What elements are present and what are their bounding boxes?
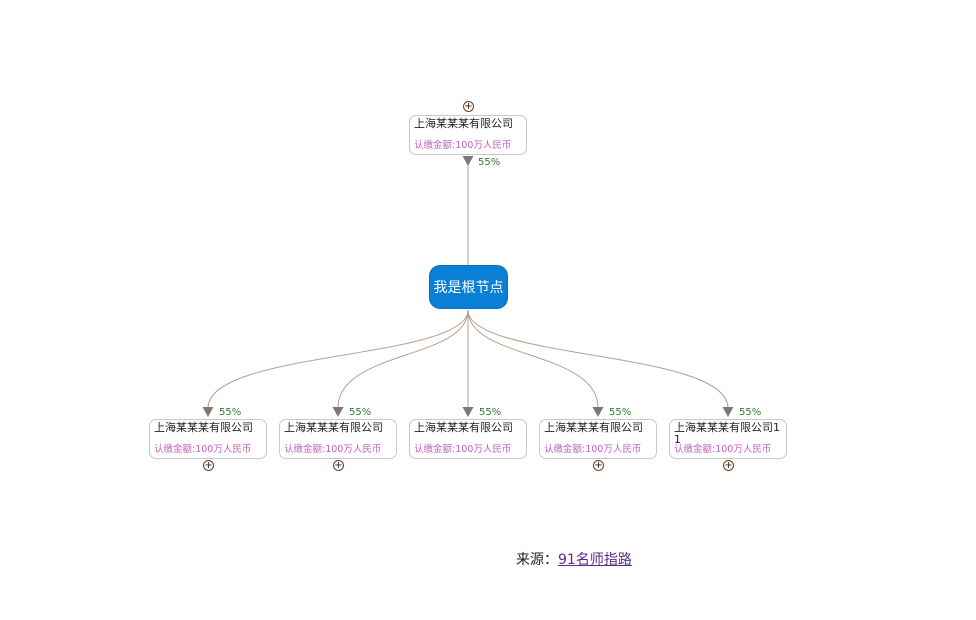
- node-amount: 认缴金额:100万人民币: [544, 444, 642, 455]
- arrow-down-icon: [462, 407, 474, 417]
- node-name: 上海某某某有限公司: [414, 421, 513, 434]
- edge-root-to-child: [467, 309, 729, 409]
- child-percent: 55%: [479, 407, 502, 418]
- node-amount: 认缴金额:100万人民币: [414, 140, 512, 151]
- node-name: 上海某某某有限公司: [544, 421, 643, 434]
- node-name: 上海某某某有限公司: [284, 421, 383, 434]
- arrow-down-icon: [592, 407, 604, 417]
- child-percent: 55%: [609, 407, 632, 418]
- expand-child-icon[interactable]: +: [723, 460, 734, 471]
- source-link[interactable]: 91名师指路: [558, 552, 632, 568]
- arrow-down-icon: [202, 407, 214, 417]
- node-amount: 认缴金额:100万人民币: [674, 444, 772, 455]
- expand-child-icon[interactable]: +: [333, 460, 344, 471]
- child-node[interactable]: 上海某某某有限公司认缴金额:100万人民币: [279, 419, 397, 459]
- expand-child-icon[interactable]: +: [593, 460, 604, 471]
- node-amount: 认缴金额:100万人民币: [414, 444, 512, 455]
- edge-root-to-child: [337, 309, 469, 409]
- source-attribution: 来源：91名师指路: [516, 549, 632, 569]
- node-amount: 认缴金额:100万人民币: [284, 444, 382, 455]
- node-name: 上海某某某有限公司11: [674, 421, 780, 446]
- expand-child-icon[interactable]: +: [203, 460, 214, 471]
- top-shareholder-node[interactable]: 上海某某某有限公司 认缴金额:100万人民币: [409, 115, 527, 155]
- edge-root-to-child: [467, 309, 599, 409]
- node-amount: 认缴金额:100万人民币: [154, 444, 252, 455]
- child-node[interactable]: 上海某某某有限公司认缴金额:100万人民币: [539, 419, 657, 459]
- edge-root-to-child: [207, 309, 469, 409]
- arrow-down-icon: [722, 407, 734, 417]
- root-node[interactable]: 我是根节点: [430, 266, 507, 308]
- source-prefix: 来源：: [516, 552, 558, 568]
- top-node-percent: 55%: [478, 157, 501, 168]
- arrow-down-icon: [332, 407, 344, 417]
- node-name: 上海某某某有限公司: [154, 421, 253, 434]
- child-node[interactable]: 上海某某某有限公司认缴金额:100万人民币: [409, 419, 527, 459]
- arrow-down-icon: [462, 156, 474, 166]
- child-percent: 55%: [349, 407, 372, 418]
- expand-top-node-icon[interactable]: +: [463, 101, 474, 112]
- child-percent: 55%: [739, 407, 762, 418]
- node-name: 上海某某某有限公司: [414, 117, 513, 130]
- child-node[interactable]: 上海某某某有限公司认缴金额:100万人民币: [149, 419, 267, 459]
- child-percent: 55%: [219, 407, 242, 418]
